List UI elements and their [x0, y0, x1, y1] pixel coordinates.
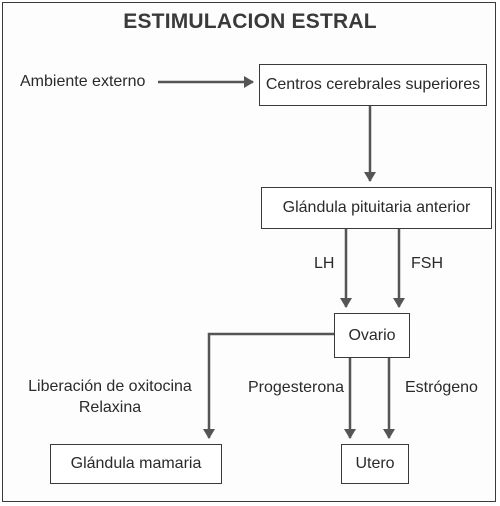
fsh-label: FSH: [411, 255, 443, 272]
arrow-ovario-mamaria: [203, 332, 334, 439]
centros-cerebrales-box: Centros cerebrales superiores: [259, 64, 487, 106]
estrogeno-label: Estrógeno: [405, 379, 478, 396]
relaxina-label: Relaxina: [78, 399, 142, 416]
progesterona-label: Progesterona: [248, 379, 345, 396]
ambiente-externo-label: Ambiente externo: [20, 73, 146, 90]
utero-box: Utero: [341, 444, 409, 484]
glandula-mamaria-box: Glándula mamaria: [50, 444, 222, 484]
oxitocina-label: Liberación de oxitocina: [28, 378, 192, 395]
pituitaria-anterior-label: Glándula pituitaria anterior: [282, 199, 471, 216]
utero-label: Utero: [355, 455, 395, 472]
diagram-title: ESTIMULACION ESTRAL: [123, 10, 377, 33]
ovario-box: Ovario: [334, 313, 410, 358]
centros-cerebrales-label: Centros cerebrales superiores: [265, 76, 481, 93]
glandula-mamaria-label: Glándula mamaria: [70, 455, 202, 472]
pituitaria-anterior-box: Glándula pituitaria anterior: [261, 187, 492, 229]
ovario-label: Ovario: [348, 326, 396, 344]
lh-label: LH: [314, 255, 335, 272]
